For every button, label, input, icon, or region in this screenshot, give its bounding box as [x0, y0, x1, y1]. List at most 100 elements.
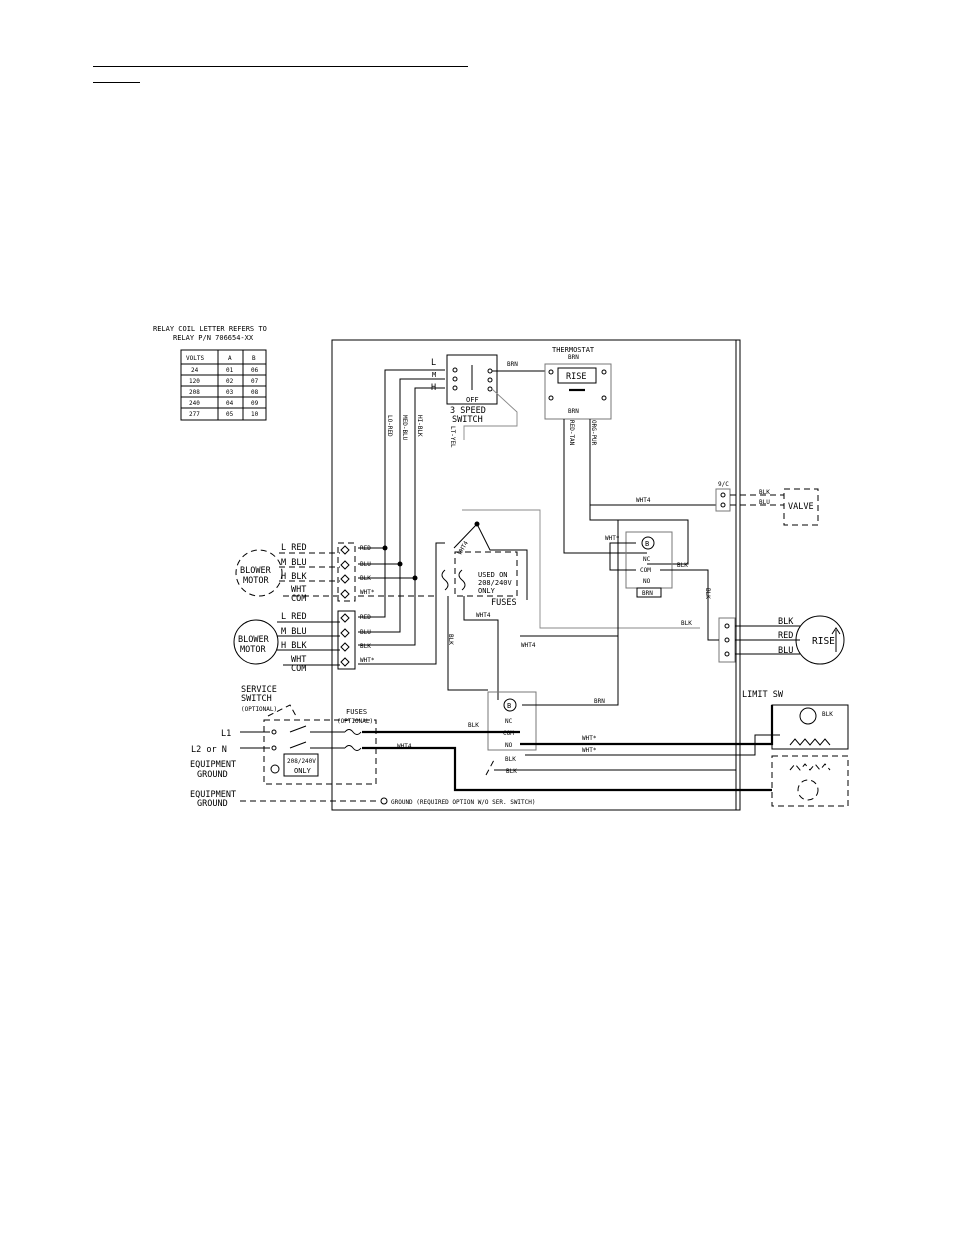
speed-switch-out-wire: BRN: [507, 361, 518, 368]
speed-wire-lo: LO-RED: [386, 415, 393, 437]
rise-wire: BLK: [778, 617, 794, 627]
service-handle: [267, 704, 297, 717]
blower-top-label2: MOTOR: [243, 576, 269, 586]
valve-wire1: BLK: [759, 489, 770, 496]
speed-wire-hi: HI-BLK: [416, 415, 423, 437]
wire-med-blu: [358, 378, 445, 633]
thermostat-bottom-label: BRN: [568, 408, 579, 415]
service-fuses-symbol: [344, 729, 362, 751]
wire-wht-coil: [609, 542, 636, 571]
table-cell: 01: [226, 367, 234, 374]
relay-lower-right-wire: BRN: [594, 698, 605, 705]
blower-top-lead: COM: [291, 594, 306, 604]
relay-note-line1: RELAY COIL LETTER REFERS TO: [153, 325, 267, 333]
blower-bottom-label1: BLOWER: [238, 635, 270, 645]
ground-note: GROUND (REQUIRED OPTION W/O SER. SWITCH): [391, 799, 536, 806]
table-cell: 05: [226, 411, 234, 418]
header-rule: [93, 66, 468, 67]
blower-top-lead: L RED: [281, 543, 307, 553]
wire-wht4-right: [520, 520, 619, 637]
speed-label-m: M: [432, 371, 436, 379]
ground-dash: [485, 759, 495, 776]
valve-label: VALVE: [788, 502, 814, 512]
rise-wire: BLU: [778, 646, 793, 656]
limit-switch: [771, 704, 849, 807]
blower-bottom-lead: WHT: [291, 655, 306, 665]
table-cell: 24: [191, 367, 199, 374]
relay-lower-no: NO: [505, 742, 513, 749]
relay-upper-com: COM: [640, 567, 651, 574]
speed-wire-lt: LT-YEL: [449, 426, 456, 448]
service-l2: L2 or N: [191, 745, 227, 755]
blower-bottom-lead: L RED: [281, 612, 307, 622]
limit-switch-label: LIMIT SW: [742, 690, 784, 700]
ground-label2: GROUND: [197, 799, 228, 809]
table-cell: 09: [251, 400, 259, 407]
control-enclosure: [331, 339, 741, 811]
wire-blk-down: [447, 596, 488, 691]
table-cell: 277: [189, 411, 200, 418]
terminal-top-wire: WHT*: [360, 589, 375, 596]
blower-bottom-label2: MOTOR: [240, 645, 266, 655]
wire-label-wht4-diag: WHT4: [457, 540, 470, 556]
rise-connector: [718, 617, 736, 663]
wire-label-wht4-a: WHT4: [521, 642, 536, 649]
terminal-block-bottom: [337, 610, 356, 670]
terminal-bottom-wire: RED: [360, 614, 371, 621]
fuses-mid-line2: 208/240V: [478, 579, 513, 587]
table-cell: 03: [226, 389, 234, 396]
service-switch-box: [263, 719, 377, 785]
three-speed-switch: L M H OFF 3 SPEED SWITCH: [431, 354, 498, 425]
table-cell: 02: [226, 378, 234, 385]
wire-valve: [730, 494, 784, 506]
rise-sensor-label: RISE: [812, 636, 835, 647]
thermostat-wire-left: RED-TAN: [568, 420, 575, 446]
service-optional: (OPTIONAL): [241, 706, 277, 713]
relay-upper-no: NO: [643, 578, 651, 585]
blower-bottom-lead: COM: [291, 664, 306, 674]
service-switch-contacts: [240, 725, 345, 749]
thermostat: THERMOSTAT BRN RISE BRN: [544, 346, 612, 420]
table-cell: 04: [226, 400, 234, 407]
thermostat-wire-right: ORG-PUR: [590, 420, 597, 446]
wire-label-blk-rise: BLK: [681, 620, 692, 627]
terminal-bottom-wire: WHT*: [360, 657, 375, 664]
table-cell: 06: [251, 367, 259, 374]
wire-label-blk-a: BLK: [447, 634, 454, 645]
wire-hi-blk: [358, 387, 445, 646]
table-header: VOLTS: [186, 355, 204, 362]
valve-wire2: BLU: [759, 499, 770, 506]
rise-sensor: RISE: [795, 615, 845, 665]
speed-switch-title2: SWITCH: [452, 415, 483, 425]
blower-top-leads: [279, 552, 340, 597]
wire-lt-yel: [463, 388, 518, 440]
wire-l2-main: [362, 746, 772, 792]
wire-label-blk-relay: BLK: [677, 562, 688, 569]
speed-wire-med: MED-BLU: [401, 415, 408, 441]
relay-upper: B NC COM NO BRN: [625, 531, 673, 598]
speed-off-label: OFF: [466, 396, 479, 404]
relay-upper-bottom: BRN: [642, 590, 653, 597]
table-cell: 240: [189, 400, 200, 407]
table-header: A: [228, 355, 232, 362]
relay-upper-coil: B: [645, 540, 649, 548]
table-cell: 07: [251, 378, 259, 385]
header-rule-short: [93, 82, 140, 83]
wire-red-tan: [563, 419, 647, 554]
service-title1: SERVICE: [241, 685, 277, 695]
terminal-top-wire: BLK: [360, 575, 371, 582]
service-voltage-box: [283, 753, 319, 777]
wire-label-wht4-l2: WHT4: [397, 743, 412, 750]
service-eq-ground2: GROUND: [197, 770, 228, 780]
service-fuses-optional: (OPTIONAL): [337, 718, 373, 725]
wire-wht4-route: [463, 596, 499, 700]
terminal-bottom-wire: BLU: [360, 629, 371, 636]
fuses-mid: USED ON 208/240V ONLY FUSES: [441, 551, 518, 608]
speed-switch-title1: 3 SPEED: [450, 406, 486, 416]
wire-label-wht-star-a: WHT*: [605, 535, 620, 542]
blower-bottom-leads: [277, 621, 340, 666]
blower-bottom-lead: M BLU: [281, 627, 307, 637]
service-fuses: FUSES: [346, 708, 367, 716]
service-title2: SWITCH: [241, 694, 272, 704]
table-cell: 08: [251, 389, 259, 396]
